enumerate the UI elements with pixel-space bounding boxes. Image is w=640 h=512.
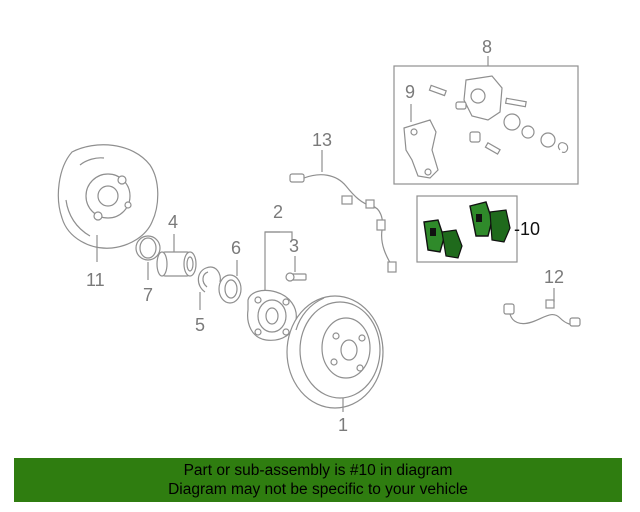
callout-9: 9	[405, 82, 415, 102]
banner-line-1: Part or sub-assembly is #10 in diagram	[183, 462, 453, 479]
hub-part[interactable]	[247, 289, 297, 341]
callout-4: 4	[168, 212, 178, 232]
caliper-bracket-part[interactable]	[403, 119, 439, 179]
callout-11: 11	[86, 270, 105, 290]
hub-cap-part[interactable]	[135, 235, 161, 261]
callout-13: 13	[312, 130, 332, 150]
snap-ring-part[interactable]	[197, 266, 221, 293]
brake-pad-set-part[interactable]	[423, 201, 511, 259]
callout-3: 3	[289, 236, 299, 256]
callout-10: -10	[514, 219, 540, 239]
callout-2: 2	[273, 202, 283, 222]
seal-part[interactable]	[218, 274, 242, 304]
callout-6: 6	[231, 238, 241, 258]
backing-plate-part[interactable]	[57, 144, 159, 249]
abs-harness-part[interactable]	[503, 299, 581, 327]
brake-pad-group-box	[416, 195, 518, 263]
hub-bolt-part[interactable]	[285, 272, 307, 282]
callout-8: 8	[482, 37, 492, 57]
callout-12: 12	[544, 267, 564, 287]
caliper-group-box	[393, 65, 579, 185]
callout-5: 5	[195, 315, 205, 335]
info-banner: Part or sub-assembly is #10 in diagram D…	[14, 458, 622, 502]
callout-1: 1	[338, 415, 348, 435]
abs-sensor-part[interactable]	[289, 173, 397, 273]
brake-rotor-part[interactable]	[286, 295, 384, 409]
caliper-parts[interactable]	[428, 75, 569, 155]
bearing-part[interactable]	[156, 251, 197, 277]
callout-7: 7	[143, 285, 153, 305]
banner-line-2: Diagram may not be specific to your vehi…	[168, 481, 468, 498]
